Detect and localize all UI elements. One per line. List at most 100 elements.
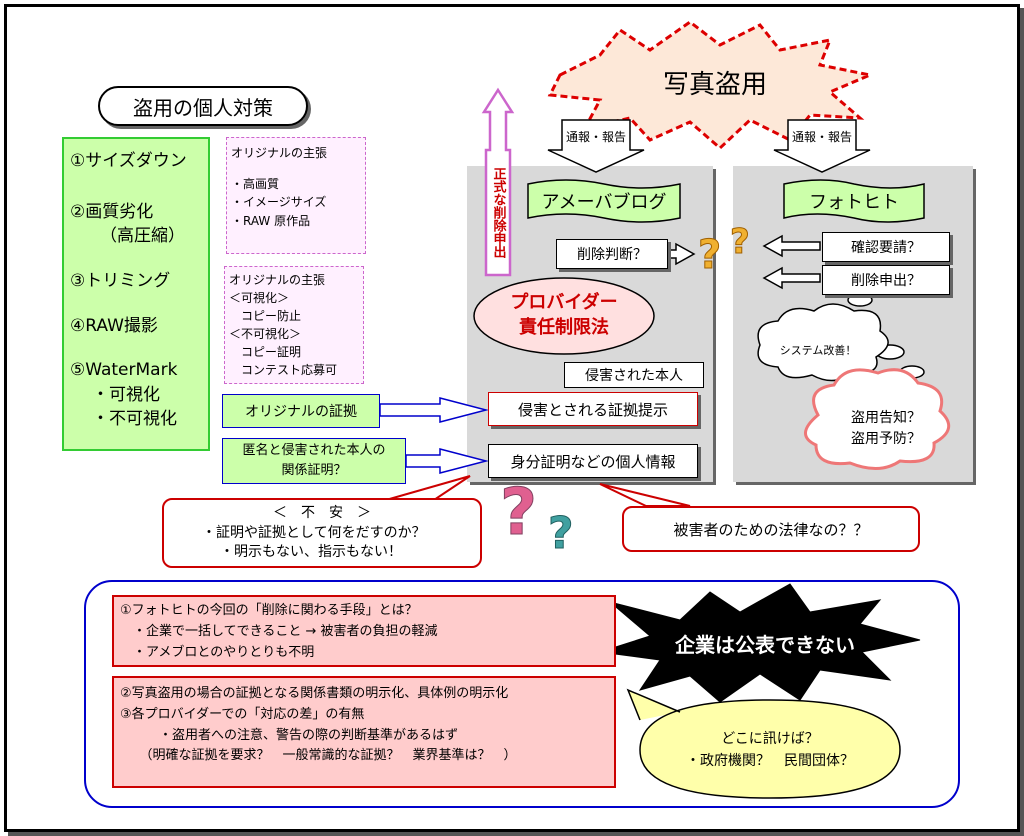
explosion-label: 写真盗用 (640, 60, 790, 104)
confirm-request-text: 確認要請？ (851, 240, 921, 256)
anon-line: 関係証明？ (281, 462, 347, 478)
official-request-text: 正式な削除申出 (490, 166, 506, 258)
delete-request-text: 削除申出？ (851, 273, 921, 289)
evidence-text: オリジナルの証拠 (245, 404, 357, 420)
company-text: 企業は公表できない (675, 632, 855, 657)
question-mark-icon: ? (697, 232, 722, 279)
victim-self-text: 侵害された本人 (585, 368, 683, 384)
victim-self-box: 侵害された本人 (564, 362, 704, 388)
where-ask-line: ・政府機関？ 民間団体？ (686, 753, 854, 770)
victim-law-text: 被害者のための法律なの？？ (673, 520, 869, 539)
claim-box-2: オリジナルの主張 ＜可視化＞ コピー防止 ＜不可視化＞ コピー証明 コンテスト応… (224, 266, 364, 384)
evidence-box: オリジナルの証拠 (222, 394, 380, 428)
photohito-banner (783, 179, 925, 223)
system-fix-text: システム改善！ (779, 344, 857, 357)
arrow-anon (405, 448, 489, 474)
claim-2-line: コピー防止 (229, 309, 302, 323)
delete-judge-text: 削除判断？ (577, 247, 647, 263)
victim-law-tail (599, 483, 691, 507)
ameba-label: アメーバブログ (528, 184, 680, 218)
bottom-container (84, 580, 960, 808)
bubble-dot-1 (847, 293, 873, 307)
report-label-text: 通報・報告 (565, 129, 626, 144)
official-request-label: 正式な削除申出 (488, 152, 508, 272)
victim-law-callout: 被害者のための法律なの？？ (622, 506, 920, 552)
explosion-shape (547, 20, 876, 151)
system-cloud (757, 303, 889, 382)
claim-1-item: ・RAW 原作品 (231, 213, 311, 228)
method-2-sub: （高圧縮） (100, 226, 185, 247)
report-label-ameba: 通報・報告 (562, 124, 630, 148)
arrow-judge (667, 242, 696, 266)
anxiety-head: ＜ 不 安 ＞ (273, 505, 371, 521)
bottom1-line: ・企業で一括してできること → 被害者の負担の軽減 (120, 623, 438, 639)
id-info-box: 身分証明などの個人情報 (488, 444, 698, 478)
method-5-sub1: ・可視化 (92, 384, 160, 405)
evidence-submit-text: 侵害とされる証拠提示 (517, 400, 668, 419)
method-4: ④RAW撮影 (70, 315, 158, 336)
question-mark-icon: ? (548, 508, 575, 560)
bottom1-line: ・アメブロとのやりとりも不明 (120, 644, 315, 660)
bottom-box-1: ①フォトヒトの今回の「削除に関わる手段」とは？ ・企業で一括してできること → … (112, 595, 616, 667)
method-5: ⑤WaterMark (70, 360, 178, 381)
arrow-evidence (379, 397, 489, 423)
method-1: ①サイズダウン (70, 151, 187, 171)
anon-box: 匿名と侵害された本人の 関係証明？ (222, 438, 406, 484)
bottom2-line: （明確な証拠を要求？ 一般常識的な証拠？ 業界基準は？ ） (120, 748, 517, 764)
report-label-text: 通報・報告 (791, 129, 852, 144)
anxiety-callout: ＜ 不 安 ＞ ・証明や証拠として何をだすのか？ ・明示もない、指示もない！ (162, 498, 482, 568)
page-title: 盗用の個人対策 (98, 86, 308, 126)
claim-1-head: オリジナルの主張 (231, 146, 328, 160)
evidence-submit-box: 侵害とされる証拠提示 (488, 392, 698, 426)
claim-2-line: ＜可視化＞ (229, 291, 290, 305)
system-fix-label: システム改善！ (762, 338, 874, 362)
bottom2-line: ②写真盗用の場合の証拠となる関係書類の明示化、具体例の明示化 (120, 686, 509, 701)
provider-law-ellipse (473, 277, 655, 355)
question-mark-icon: ? (499, 476, 538, 551)
report-arrow-photohito (773, 119, 871, 173)
arrow-delete (762, 266, 821, 290)
where-ask-label: どこに訊けば？ ・政府機関？ 民間団体？ (660, 728, 880, 776)
report-label-photohito: 通報・報告 (788, 124, 856, 148)
claim-box-1: オリジナルの主張 ・高画質 ・イメージサイズ ・RAW 原作品 (226, 137, 366, 254)
company-label: 企業は公表できない (660, 626, 870, 660)
anxiety-line: ・証明や証拠として何をだすのか？ (202, 524, 426, 541)
photohito-label: フォトヒト (784, 184, 924, 218)
method-2: ②画質劣化 (70, 201, 154, 222)
confirm-request-box: 確認要請？ (822, 232, 950, 262)
photohito-text: フォトヒト (809, 192, 899, 213)
bottom-box-2: ②写真盗用の場合の証拠となる関係書類の明示化、具体例の明示化 ③各プロバイダーで… (112, 676, 616, 788)
anon-line: 匿名と侵害された本人の (242, 443, 386, 458)
claim-2-line: オリジナルの主張 (229, 273, 326, 287)
anxiety-line: ・明示もない、指示もない！ (220, 544, 402, 561)
methods-box: ①サイズダウン ②画質劣化 （高圧縮） ③トリミング ④RAW撮影 ⑤Water… (62, 137, 210, 451)
arrow-confirm (762, 234, 821, 258)
report-arrow-ameba (547, 119, 645, 173)
delete-request-box: 削除申出？ (822, 265, 950, 295)
provider-law-line: 責任制限法 (519, 317, 609, 339)
theft-notice-cloud (804, 368, 951, 470)
theft-notice-line: 盗用予防？ (851, 431, 921, 447)
claim-2-line: コンテスト応募可 (229, 363, 338, 377)
bottom2-line: ③各プロバイダーでの「対応の差」の有無 (120, 706, 365, 722)
bottom2-line: ・盗用者への注意、警告の際の判断基準があるはず (120, 727, 459, 743)
claim-2-line: ＜不可視化＞ (229, 327, 302, 341)
method-5-sub2: ・不可視化 (92, 409, 177, 430)
theft-notice-line: 盗用告知？ (851, 410, 921, 426)
ameba-text: アメーバブログ (541, 192, 667, 213)
question-mark-icon: ? (730, 222, 751, 263)
explosion-text: 写真盗用 (662, 69, 767, 100)
provider-law-label: プロバイダー 責任制限法 (484, 290, 644, 344)
delete-judge-box: 削除判断？ (556, 239, 668, 269)
official-request-arrow (481, 87, 515, 277)
page-title-text: 盗用の個人対策 (133, 95, 273, 120)
method-3: ③トリミング (70, 270, 171, 291)
provider-law-line: プロバイダー (510, 292, 618, 313)
claim-1-item: ・イメージサイズ (231, 195, 327, 210)
claim-1-item: ・高画質 (231, 176, 280, 191)
company-starburst (599, 583, 921, 703)
theft-notice-label: 盗用告知？ 盗用予防？ (836, 408, 936, 454)
ameba-banner (527, 179, 681, 223)
bottom1-line: ①フォトヒトの今回の「削除に関わる手段」とは？ (120, 603, 418, 618)
